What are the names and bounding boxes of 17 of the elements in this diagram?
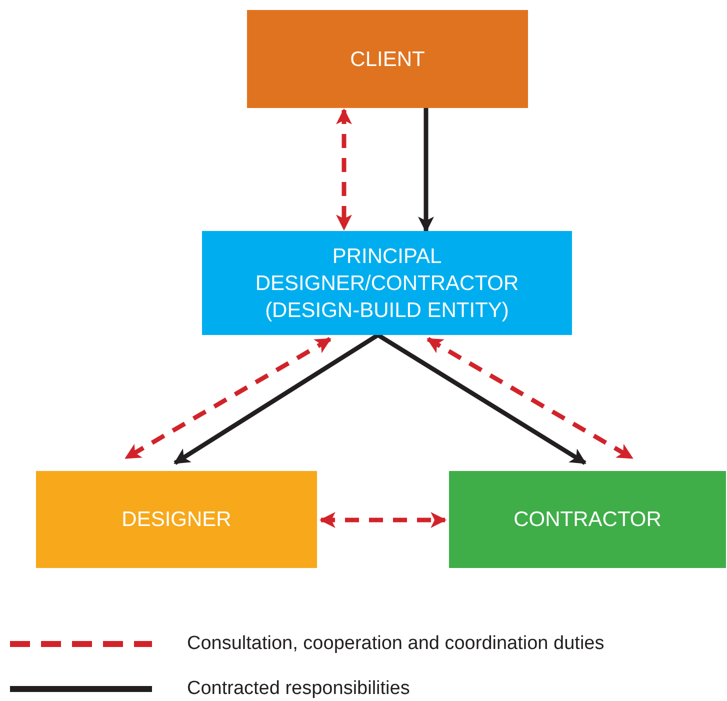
dashed-arrow (426, 337, 634, 460)
legend-label: Consultation, cooperation and coordination duties (187, 632, 604, 656)
node-label: PRINCIPAL DESIGNER/CONTRACTOR (DESIGN-BUILD ENTITY) (254, 244, 520, 324)
client-box (247, 10, 528, 108)
arrow (418, 108, 434, 233)
legend-label: Contracted responsibilities (187, 677, 410, 701)
designer-box (36, 471, 317, 568)
dashed-arrow (124, 337, 332, 460)
arrow (376, 333, 586, 465)
node-label: CONTRACTOR (514, 507, 662, 533)
node-label: DESIGNER (122, 507, 232, 533)
dashed-arrow (319, 512, 447, 528)
entity-box (202, 231, 572, 335)
arrow (174, 333, 380, 465)
contractor-box (449, 471, 726, 568)
node-label: CLIENT (350, 46, 425, 72)
dashed-arrow (336, 108, 352, 231)
